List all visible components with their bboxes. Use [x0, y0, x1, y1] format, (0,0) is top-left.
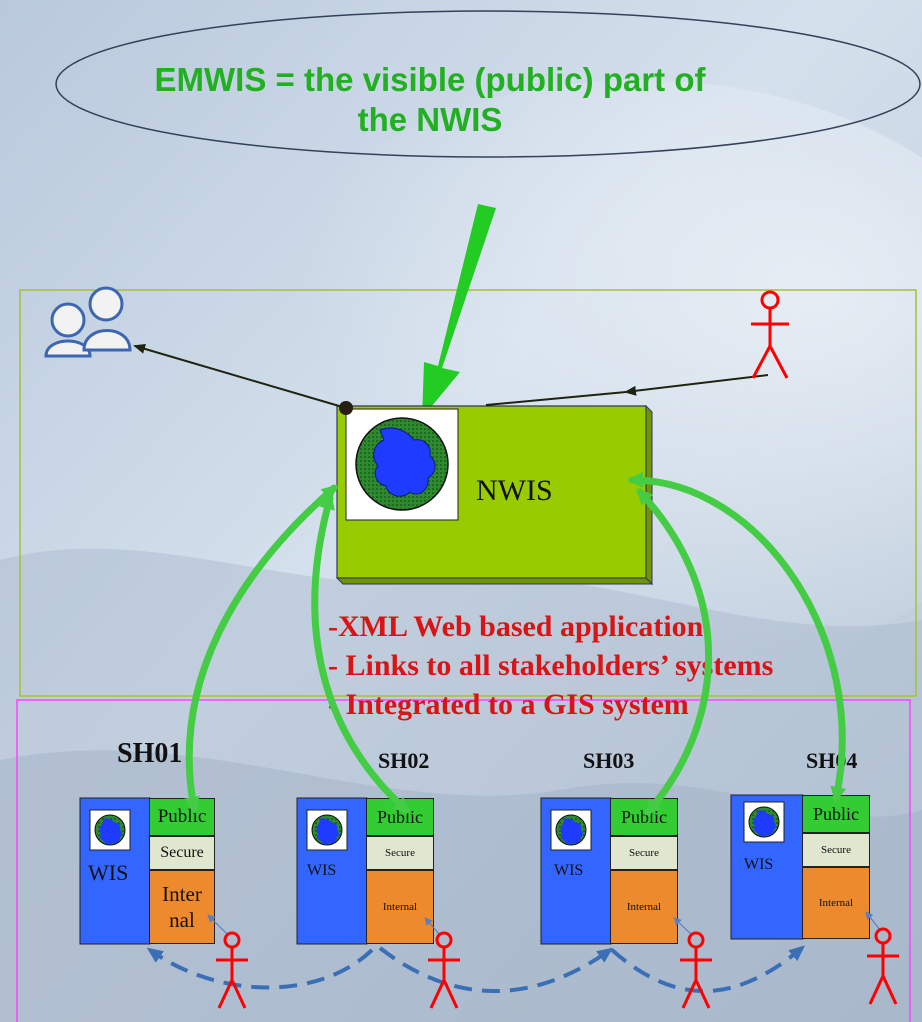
sh02-block [296, 797, 368, 945]
sh04-block [730, 794, 804, 940]
title-line-1: EMWIS = the visible (public) part of [154, 61, 706, 98]
sh03-wis-label: WIS [554, 862, 584, 879]
sh03-label: SH03 [583, 748, 635, 773]
title-line-2: the NWIS [357, 101, 503, 138]
sh01-label: SH01 [117, 738, 183, 769]
sh01-internal: Inter nal [149, 870, 215, 944]
actor-icon [751, 290, 789, 379]
sh01-block [79, 797, 151, 945]
sh01-secure: Secure [149, 836, 215, 870]
sh04-internal: Internal [802, 867, 870, 939]
title-ellipse [55, 10, 921, 158]
dashed-arrow-4 [610, 945, 806, 993]
actor-icon [867, 927, 899, 1005]
emwis-arrow [422, 204, 496, 418]
actor-icon [680, 931, 712, 1009]
link-sh03 [636, 488, 712, 816]
actor-icon [216, 931, 248, 1009]
title: EMWIS = the visible (public) part of the… [100, 60, 760, 140]
actor-icon [428, 931, 460, 1009]
sh03-internal: Internal [610, 870, 678, 944]
link-sh01 [184, 484, 338, 813]
to-users-arrow [133, 344, 347, 409]
sh01-internal-line-2: nal [169, 908, 195, 932]
sh01-wis-label: WIS [88, 860, 129, 885]
link-sh02 [311, 493, 410, 814]
from-actor-arrow [624, 374, 769, 396]
sh02-secure: Secure [366, 836, 434, 870]
sh04-wis-label: WIS [744, 856, 774, 873]
sh04-secure: Secure [802, 833, 870, 867]
sh02-wis-label: WIS [307, 862, 337, 879]
nwis-label: NWIS [476, 474, 553, 507]
sh03-block [540, 797, 612, 945]
sh01-internal-line-1: Inter [162, 882, 202, 906]
sh02-internal: Internal [366, 870, 434, 944]
sh03-secure: Secure [610, 836, 678, 870]
users-icon [44, 286, 132, 358]
link-sh04 [627, 472, 847, 803]
dashed-arrow-1 [146, 947, 374, 990]
dashed-arrow-3 [378, 946, 614, 994]
lower-frame [16, 699, 911, 1022]
